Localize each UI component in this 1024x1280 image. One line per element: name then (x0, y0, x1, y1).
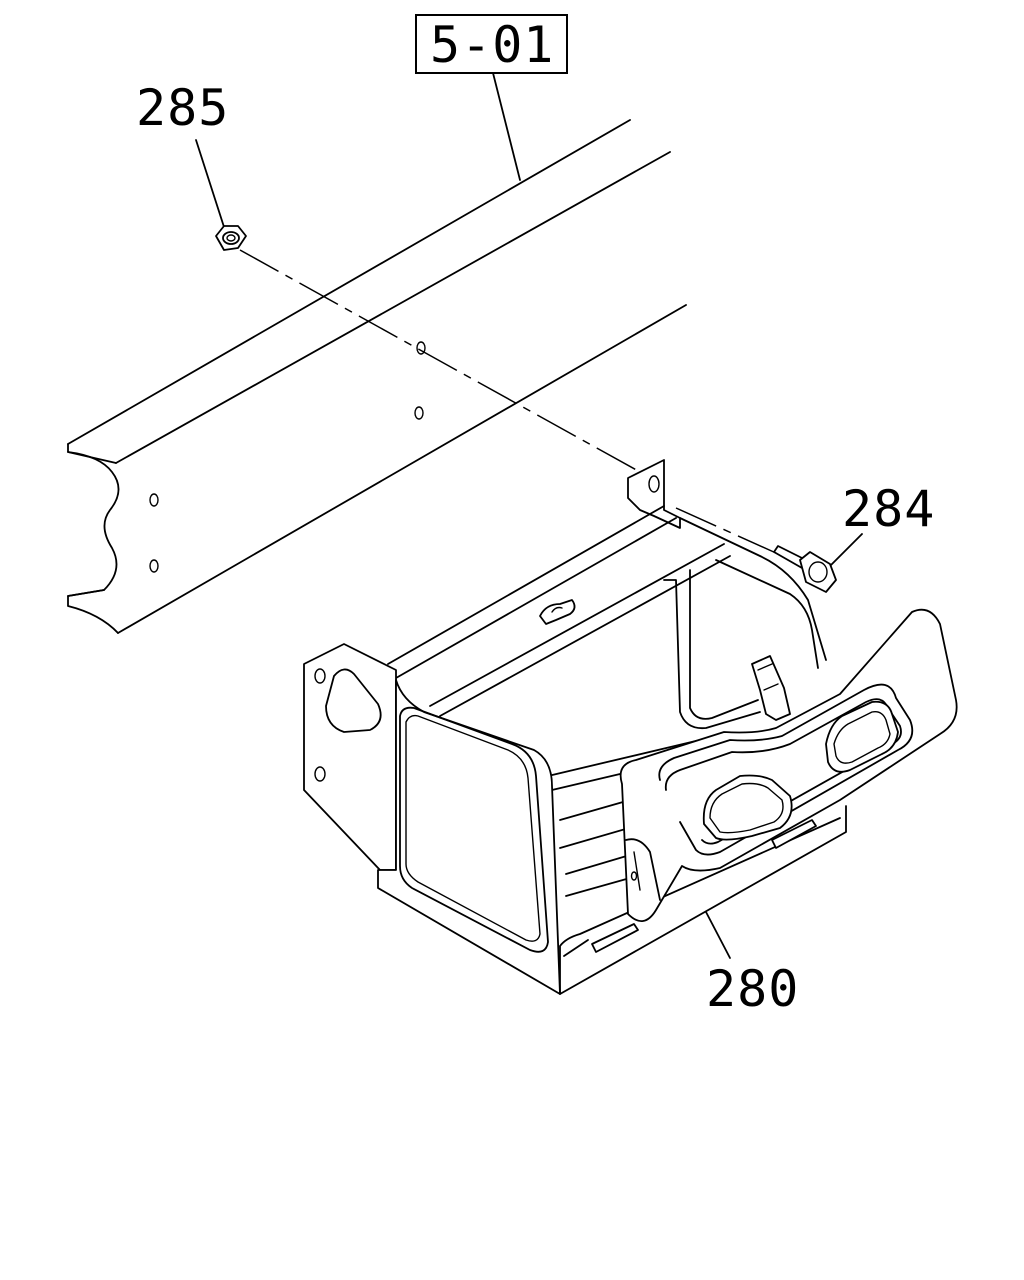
callout-285-label: 285 (136, 79, 229, 137)
reference-label: 5-01 (430, 16, 554, 74)
flange-nut-285 (215, 225, 247, 251)
flange-bolt-284 (773, 545, 837, 593)
callout-280-label: 280 (706, 960, 799, 1018)
battery-box-280 (303, 459, 958, 995)
callout-285: 285 (136, 79, 641, 473)
reference-callout: 5-01 (415, 14, 568, 181)
callout-284: 284 (675, 480, 935, 593)
frame-rail (67, 119, 687, 634)
callout-280: 280 (705, 911, 799, 1018)
callout-284-label: 284 (842, 480, 935, 538)
